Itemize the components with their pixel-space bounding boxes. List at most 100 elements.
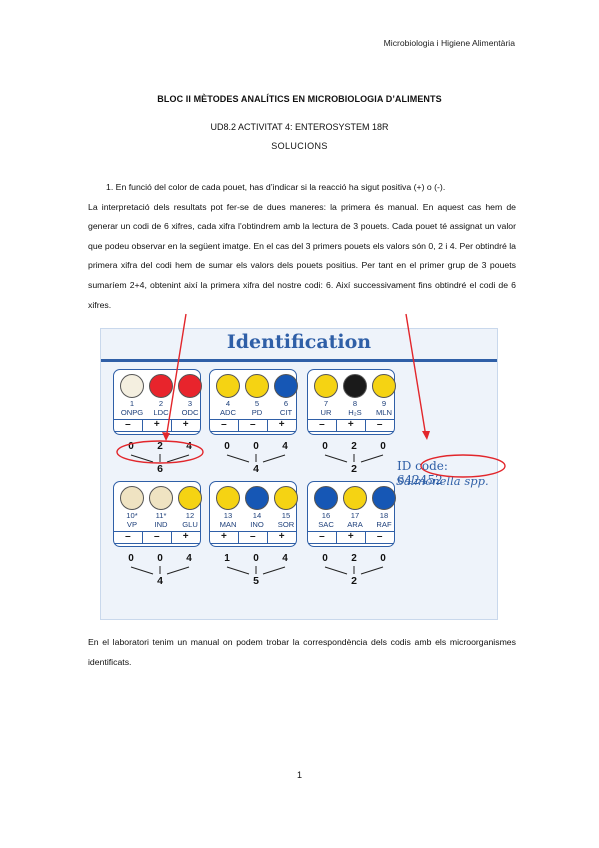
well-value: 4	[186, 553, 192, 564]
result-sign: –	[210, 420, 239, 431]
well-number: 8	[352, 399, 358, 408]
well-code: CIT	[279, 407, 293, 417]
bracket-right-stroke	[360, 566, 384, 575]
result-sign: +	[182, 531, 189, 542]
well-number: 12	[185, 511, 195, 520]
well-code: GLU	[182, 519, 198, 529]
well-value: 0	[253, 553, 259, 564]
well-number: 3	[187, 399, 193, 408]
result-sign: –	[376, 531, 383, 542]
well-value: 0	[128, 441, 134, 452]
well-number: 1	[129, 399, 135, 408]
result-sign: +	[143, 420, 172, 431]
figure-title-rule	[101, 359, 497, 362]
result-sign: –	[114, 420, 143, 431]
well-code: VP	[126, 519, 138, 529]
well-number: 11*	[155, 511, 167, 520]
reaction-well-hs	[343, 374, 367, 398]
result-sign: –	[239, 420, 268, 431]
result-sign: +	[278, 531, 285, 542]
result-sign: –	[143, 532, 172, 543]
well-code: RAF	[376, 519, 392, 529]
paragraph-body: La interpretació dels resultats pot fer-…	[88, 201, 516, 310]
reaction-well-onpg	[120, 374, 144, 398]
sum-bracket	[226, 566, 286, 575]
well-number: 6	[283, 399, 289, 408]
reaction-well-cit	[274, 374, 298, 398]
bracket-right-stroke	[360, 454, 384, 463]
bracket-right-stroke	[166, 566, 190, 575]
result-sign-row: –+–	[308, 531, 394, 544]
well-code: MLN	[375, 407, 393, 417]
well-number: 13	[223, 511, 233, 520]
well-value: 2	[351, 553, 357, 564]
well-value: 2	[157, 441, 163, 452]
bracket-left-stroke	[324, 566, 348, 575]
sum-bracket	[130, 454, 190, 463]
activity-subtitle: UD8.2 ACTIVITAT 4: ENTEROSYSTEM 18R	[210, 122, 389, 132]
reaction-well-ur	[314, 374, 338, 398]
reaction-well-ind	[149, 486, 173, 510]
reaction-well-odc	[178, 374, 202, 398]
well-code: INO	[250, 519, 264, 529]
result-sign: +	[337, 532, 366, 543]
paragraph-instructions: 1. En funció del color de cada pouet, ha…	[88, 178, 516, 315]
well-number: 4	[225, 399, 231, 408]
result-sign-row: –++	[114, 419, 200, 432]
reaction-well-glu	[178, 486, 202, 510]
well-code: UR	[320, 407, 332, 417]
sum-bracket	[130, 566, 190, 575]
result-sign-row: ––+	[114, 531, 200, 544]
bracket-left-stroke	[226, 454, 250, 463]
sum-bracket	[226, 454, 286, 463]
well-value: 0	[380, 441, 386, 452]
well-code: IND	[154, 519, 168, 529]
well-number: 5	[254, 399, 260, 408]
well-code: ODC	[181, 407, 199, 417]
bracket-left-stroke	[324, 454, 348, 463]
well-number: 7	[323, 399, 329, 408]
result-sign: –	[239, 532, 268, 543]
sum-bracket	[324, 566, 384, 575]
well-number: 9	[381, 399, 387, 408]
result-sign-row: –+–	[308, 419, 394, 432]
result-sign: +	[182, 419, 189, 430]
reaction-well-ino	[245, 486, 269, 510]
result-sign: +	[337, 420, 366, 431]
result-sign: –	[114, 532, 143, 543]
well-code: ONPG	[120, 407, 144, 417]
well-number: 17	[350, 511, 360, 520]
solutions-heading: SOLUCIONS	[271, 141, 328, 151]
well-code: LDC	[153, 407, 169, 417]
result-sign-row: +–+	[210, 531, 296, 544]
well-number: 2	[158, 399, 164, 408]
bracket-right-stroke	[262, 454, 286, 463]
result-sign-row: ––+	[210, 419, 296, 432]
figure-title: Identification	[226, 331, 372, 353]
result-sign: +	[278, 419, 285, 430]
well-code: H₂S	[348, 407, 362, 417]
well-label: 10*VP	[115, 511, 149, 529]
group-sum-digit: 4	[253, 463, 259, 475]
result-sign: –	[308, 532, 337, 543]
well-value: 0	[128, 553, 134, 564]
sum-bracket	[324, 454, 384, 463]
reaction-well-adc	[216, 374, 240, 398]
